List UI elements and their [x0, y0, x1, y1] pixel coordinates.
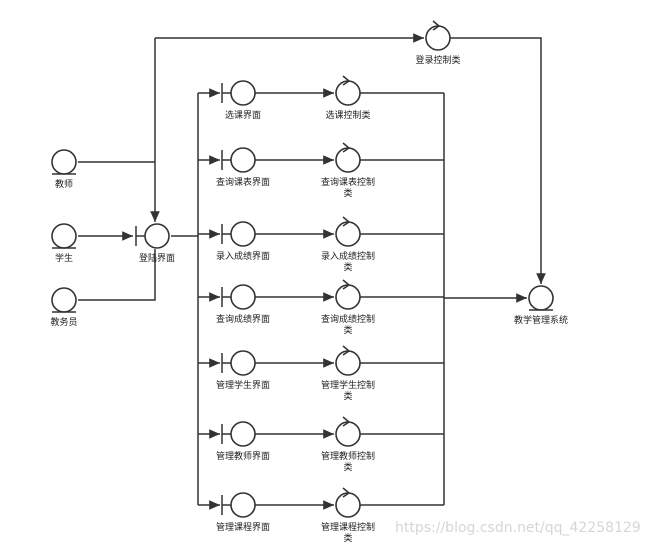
boundary-node-2-label: 录入成绩界面	[216, 250, 270, 262]
system-entity-node-circle	[528, 285, 554, 311]
edge-admin-login	[78, 249, 156, 301]
control-node-6-label: 管理课程控制	[321, 521, 375, 533]
boundary-node-3-circle	[230, 284, 256, 310]
boundary-node-4-circle	[230, 350, 256, 376]
control-node-0-label: 选课控制类	[325, 109, 370, 121]
control-node-5-label: 类	[343, 461, 352, 473]
login-boundary-node: 登陆界面	[135, 223, 175, 264]
control-node-4-circle	[335, 350, 361, 376]
control-node-2-label: 录入成绩控制	[321, 250, 375, 262]
actor-admin-node: 教务员	[50, 287, 78, 328]
boundary-node-5-circle	[230, 421, 256, 447]
system-entity-node-label: 教学管理系统	[514, 314, 568, 326]
login-control-node: 登录控制类	[415, 20, 461, 66]
login-boundary-node-label: 登陆界面	[139, 252, 175, 264]
actor-student-node: 学生	[51, 223, 77, 264]
boundary-node-6-label: 管理课程界面	[216, 521, 270, 533]
control-node-2-label: 类	[343, 261, 352, 273]
control-node-3-label: 查询成绩控制	[321, 313, 375, 325]
actor-teacher-node: 教师	[51, 149, 77, 190]
boundary-node-4-label: 管理学生界面	[216, 379, 270, 391]
control-node-4-label: 管理学生控制	[321, 379, 375, 391]
boundary-node-3: 查询成绩界面	[216, 284, 270, 325]
control-node-6-label: 类	[343, 532, 352, 544]
boundary-node-0: 选课界面	[221, 80, 261, 121]
actor-admin-label: 教务员	[50, 316, 77, 328]
control-node-5-label: 管理教师控制	[321, 450, 375, 462]
login-control-node-label: 登录控制类	[415, 54, 460, 66]
control-node-5-circle	[335, 421, 361, 447]
login-control-node-circle	[425, 25, 451, 51]
boundary-node-0-circle	[230, 80, 256, 106]
control-node-0: 选课控制类	[325, 75, 371, 121]
control-node-6-circle	[335, 492, 361, 518]
boundary-node-2-circle	[230, 221, 256, 247]
control-node-5-arrow	[342, 416, 350, 427]
control-node-2-circle	[335, 221, 361, 247]
boundary-node-2: 录入成绩界面	[216, 221, 270, 262]
boundary-node-1: 查询课表界面	[216, 147, 270, 188]
boundary-node-0-label: 选课界面	[225, 109, 261, 121]
control-node-3-label: 类	[343, 324, 352, 336]
boundary-node-5: 管理教师界面	[216, 421, 270, 462]
control-node-3-arrow	[342, 279, 350, 290]
control-node-1-arrow	[342, 142, 350, 153]
system-entity-node: 教学管理系统	[514, 285, 568, 326]
boundary-node-4: 管理学生界面	[216, 350, 270, 391]
boundary-node-6-circle	[230, 492, 256, 518]
control-node-6-arrow	[342, 487, 350, 498]
boundary-node-3-label: 查询成绩界面	[216, 313, 270, 325]
control-node-1-label: 查询课表控制	[321, 176, 375, 188]
login-boundary-node-circle	[144, 223, 170, 249]
actor-teacher-circle	[51, 149, 77, 175]
login-control-node-arrow	[432, 20, 440, 31]
edges-layer	[78, 33, 546, 510]
boundary-node-5-label: 管理教师界面	[216, 450, 270, 462]
boundary-node-6: 管理课程界面	[216, 492, 270, 533]
control-node-3-circle	[335, 284, 361, 310]
control-node-0-arrow	[342, 75, 350, 86]
control-node-0-circle	[335, 80, 361, 106]
control-node-1-label: 类	[343, 187, 352, 199]
actor-admin-circle	[51, 287, 77, 313]
control-node-2-arrow	[342, 216, 350, 227]
control-node-4-arrow	[342, 345, 350, 356]
actor-student-label: 学生	[55, 252, 73, 264]
actor-teacher-label: 教师	[55, 178, 73, 190]
control-node-1-circle	[335, 147, 361, 173]
actor-student-circle	[51, 223, 77, 249]
edge-login-control-system	[450, 37, 546, 284]
boundary-node-1-label: 查询课表界面	[216, 176, 270, 188]
watermark: https://blog.csdn.net/qq_42258129	[395, 520, 641, 536]
boundary-node-1-circle	[230, 147, 256, 173]
control-node-4-label: 类	[343, 390, 352, 402]
